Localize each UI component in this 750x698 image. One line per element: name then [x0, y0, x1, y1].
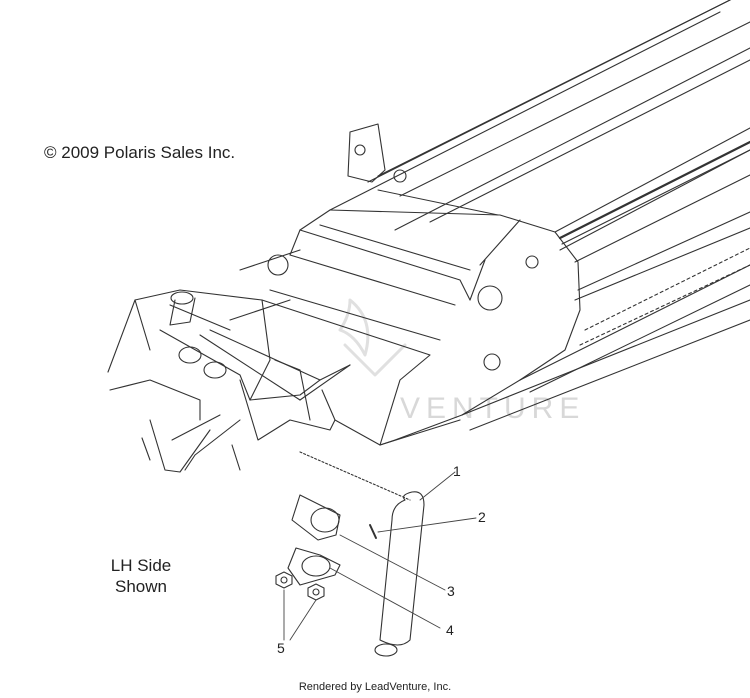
- watermark-text: VENTURE: [400, 392, 585, 425]
- tube-part: [379, 491, 425, 646]
- side-label-line-1: LH Side: [110, 556, 172, 575]
- front-mount-assembly: [107, 289, 336, 473]
- callout-4: 4: [446, 622, 454, 638]
- rear-bracket-tab: [347, 123, 386, 183]
- callout-2: 2: [478, 509, 486, 525]
- side-label-line-2: Shown: [115, 577, 167, 596]
- strap-part: [287, 547, 341, 586]
- callout-1: 1: [453, 463, 461, 479]
- clamp-ring: [310, 507, 340, 533]
- tunnel-body: [329, 0, 750, 446]
- nut-pair: [275, 571, 325, 601]
- callout-5: 5: [277, 640, 285, 656]
- watermark-logo-icon: [338, 298, 407, 377]
- callout-3: 3: [447, 583, 455, 599]
- copyright-notice: © 2009 Polaris Sales Inc.: [44, 143, 236, 162]
- bracket-hole: [393, 169, 407, 183]
- assembly-guide-line: [299, 451, 411, 501]
- callout-leaders: [283, 471, 477, 641]
- tube-end: [374, 643, 398, 657]
- side-label: LH Side Shown: [96, 555, 186, 597]
- pin-part: [369, 524, 377, 539]
- strap-ring: [301, 555, 331, 577]
- render-credit: Rendered by LeadVenture, Inc.: [298, 681, 452, 693]
- clamp-part: [291, 494, 341, 541]
- front-cross-panels: [199, 189, 581, 446]
- bracket-hole: [354, 144, 366, 156]
